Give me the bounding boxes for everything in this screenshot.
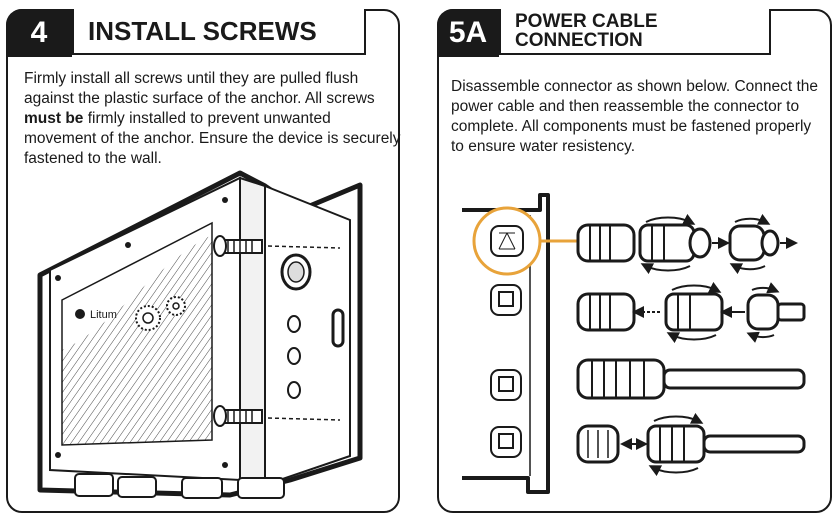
step-number: 4: [6, 9, 72, 57]
step-4-instructions: Firmly install all screws until they are…: [24, 70, 401, 167]
step-title: POWER CABLE CONNECTION: [499, 9, 771, 55]
fiber-graphic: [62, 235, 212, 445]
step-title: INSTALL SCREWS: [72, 9, 366, 55]
rotate-arrow-icon: [640, 263, 691, 275]
rotate-arrow-icon: [751, 282, 780, 294]
screw-icon: [213, 405, 341, 427]
connector-row-4: [576, 412, 806, 477]
led-ring-icon: [166, 296, 186, 316]
emphasis-text: must be: [24, 110, 84, 127]
step-number: 5A: [437, 9, 499, 57]
connector-row-2: [576, 281, 806, 344]
logo-text: Litum: [90, 309, 117, 321]
cable-gland-icons: [74, 473, 285, 499]
ethernet-port-icons: [490, 284, 522, 458]
device-side-strip: [462, 193, 550, 494]
rotate-arrow-icon: [645, 213, 696, 225]
rotate-arrow-icon: [666, 332, 717, 344]
led-ring-icon: [135, 305, 161, 331]
power-port-icon: [490, 225, 524, 257]
device-side: [264, 184, 351, 487]
anchor-outline: [37, 170, 363, 498]
device-illustration: Litum: [37, 170, 363, 499]
connector-illustration: [462, 193, 806, 494]
connector-row-3: [576, 358, 806, 400]
rotate-arrow-icon: [671, 281, 722, 293]
rotate-arrow-icon: [734, 213, 771, 225]
step-5a-instructions: Disassemble connector as shown below. Co…: [451, 78, 819, 155]
litum-logo-icon: [75, 309, 85, 319]
rotate-arrow-icon: [746, 331, 775, 343]
rotate-arrow-icon: [729, 263, 766, 275]
rotate-arrow-icon: [653, 412, 704, 424]
screw-icon: [213, 235, 341, 257]
rotate-arrow-icon: [648, 465, 699, 477]
connector-row-1: [576, 213, 798, 275]
